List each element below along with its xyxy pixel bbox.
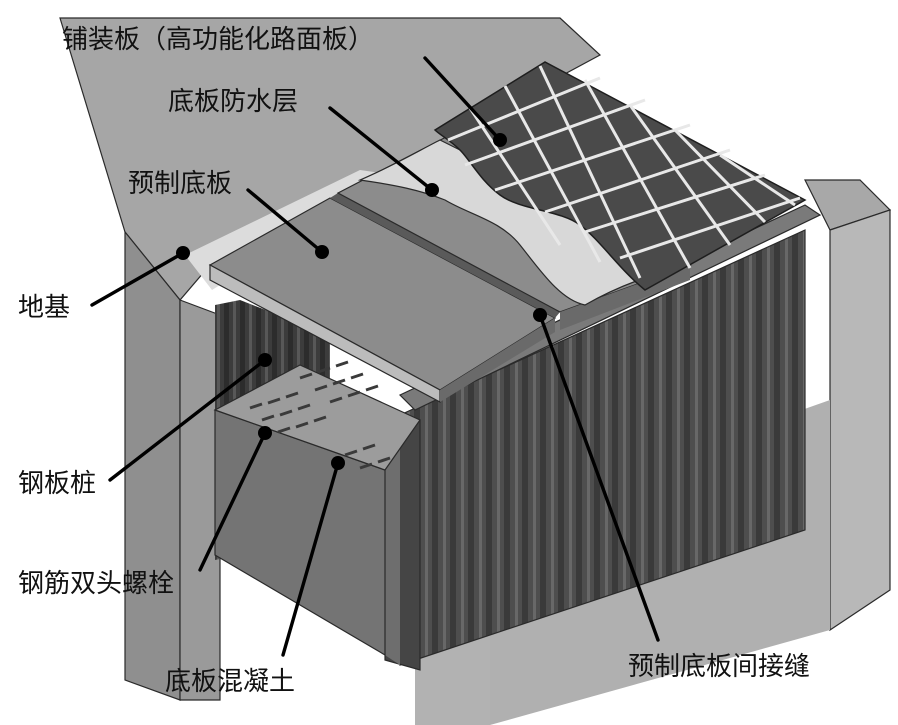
precast-slab-joint: [330, 193, 560, 318]
marker-double-head-bolt: [258, 426, 272, 440]
label-double-head-bolt: 钢筋双头螺栓: [18, 569, 174, 599]
leader-steel-sheet-pile: [108, 358, 267, 482]
label-foundation: 地基: [18, 293, 70, 323]
base-slab-concrete: [213, 360, 421, 665]
paving-slab: [433, 61, 807, 291]
leader-base-slab-concrete: [281, 461, 340, 657]
marker-precast-slab-joint: [533, 308, 547, 322]
leader-precast-base-slab: [246, 188, 324, 254]
marker-base-slab-concrete: [331, 456, 345, 470]
marker-waterproof-layer: [425, 183, 439, 197]
leader-foundation: [90, 251, 185, 307]
leader-paving-slab: [423, 56, 502, 142]
leader-waterproof-layer: [328, 106, 434, 192]
label-waterproof-layer: 底板防水层: [168, 87, 298, 117]
marker-paving-slab: [493, 133, 507, 147]
labels: 铺装板（高功能化路面板） 底板防水层 预制底板 地基 钢板桩 钢筋双头螺栓 底板…: [18, 25, 810, 697]
label-steel-sheet-pile: 钢板桩: [18, 469, 96, 499]
label-precast-base-slab: 预制底板: [128, 169, 232, 199]
double-head-bolts: [249, 360, 391, 470]
leader-lines: [90, 56, 660, 657]
label-precast-slab-joint: 预制底板间接缝: [628, 652, 810, 682]
waterproof-layer: [357, 139, 692, 306]
leader-precast-slab-joint: [538, 313, 660, 642]
marker-foundation: [176, 246, 190, 260]
label-paving-slab: 铺装板（高功能化路面板）: [62, 25, 374, 55]
leader-double-head-bolt: [198, 431, 267, 572]
marker-precast-base-slab: [315, 245, 329, 259]
label-base-slab-concrete: 底板混凝土: [165, 667, 295, 697]
marker-steel-sheet-pile: [258, 353, 272, 367]
